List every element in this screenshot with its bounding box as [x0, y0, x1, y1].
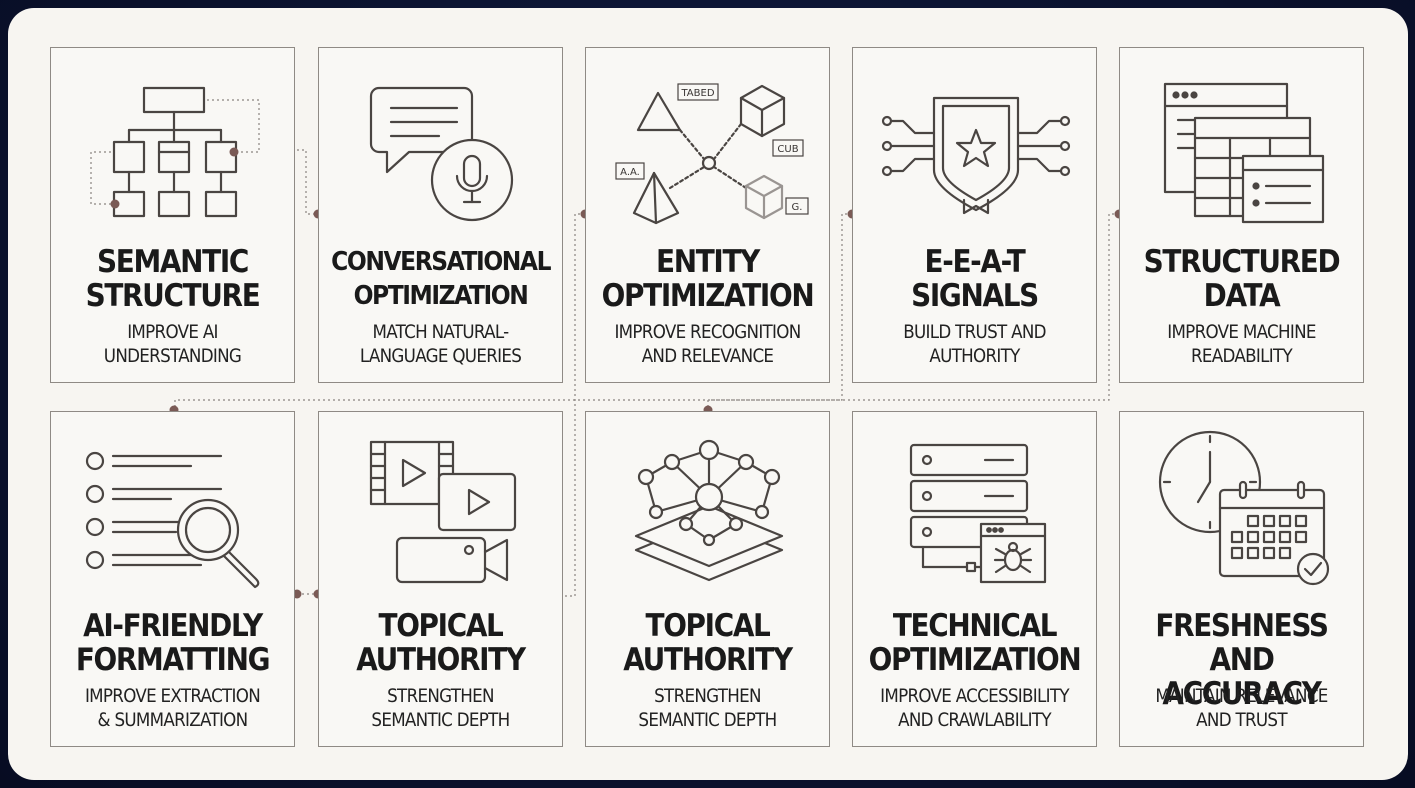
sitemap-icon	[90, 86, 260, 218]
server-bug-icon	[909, 443, 1047, 584]
video-media-icon	[369, 440, 517, 584]
card-subtitle: IMPROVE EXTRACTION& SUMMARIZATION	[84, 685, 261, 731]
card-subtitle: MATCH NATURAL-LANGUAGE QUERIES	[359, 321, 522, 367]
svg-text:A.A.: A.A.	[620, 167, 640, 178]
list-magnifier-icon	[85, 451, 260, 589]
data-tables-icon	[1163, 82, 1325, 224]
svg-text:CUB: CUB	[777, 144, 798, 155]
chat-microphone-icon	[369, 86, 514, 222]
clock-calendar-icon	[1158, 430, 1330, 586]
svg-text:TABED: TABED	[680, 88, 714, 99]
svg-text:G.: G.	[792, 202, 803, 213]
network-layers-icon	[634, 439, 784, 582]
shield-star-icon	[881, 96, 1071, 215]
entity-shapes-icon: TABED CUB A.A. G.	[615, 83, 809, 225]
